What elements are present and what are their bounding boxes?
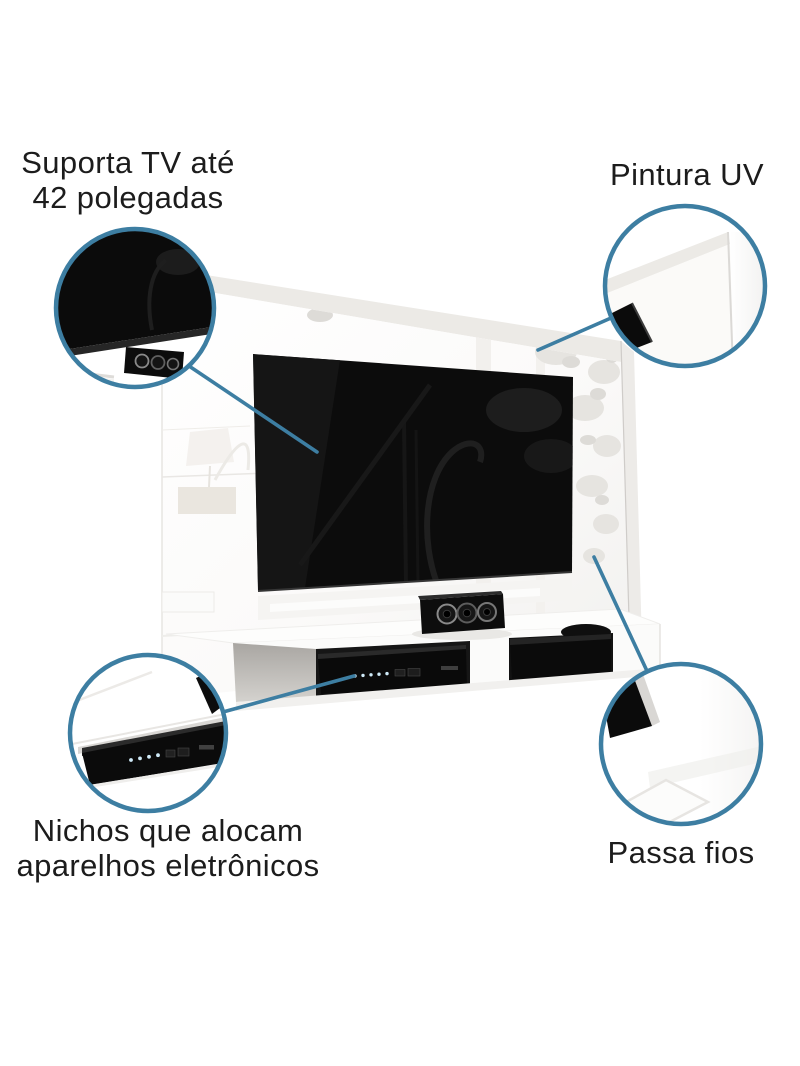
shelf-under-shadow [236, 668, 660, 711]
dvd-player [318, 645, 467, 694]
callout-line: 42 polegadas [32, 180, 224, 215]
callout-line: aparelhos eletrônicos [16, 848, 320, 883]
callout-line: Nichos que alocam [32, 813, 304, 848]
callout-line: Passa fios [607, 835, 755, 870]
magnifier-ring [602, 203, 768, 369]
leader-line-uv-paint [536, 316, 613, 352]
center-speaker [418, 591, 505, 634]
lamp-reflection [178, 487, 236, 514]
tv-screen [253, 354, 573, 592]
panel-right-edge [621, 341, 642, 654]
leader-lines [187, 316, 649, 714]
panel-top-edge [162, 268, 621, 362]
leader-line-niches [221, 674, 356, 714]
magnified-dvd-player [82, 721, 226, 785]
callout-label-cable-pass: Passa fios [607, 835, 754, 870]
magnifier-ring [67, 652, 229, 814]
magnifier-tv-size [53, 226, 217, 390]
media-device [510, 624, 611, 679]
shelf-left-end [233, 643, 316, 702]
callout-label-niches: Nichos que alocam aparelhos eletrônicos [16, 813, 319, 883]
tv-reflection-blob [486, 388, 562, 432]
magnified-panel-top-edge [605, 232, 730, 296]
leader-line-tv-size [187, 364, 319, 454]
callout-label-uv-paint: Pintura UV [610, 157, 764, 192]
magnified-speaker [124, 347, 184, 379]
speaker-drivers [436, 602, 497, 625]
magnifier-niches [67, 652, 229, 814]
leader-line-cable-pass [592, 555, 649, 673]
callout-line: Suporta TV até [21, 145, 235, 180]
magnifier-uv-paint [602, 203, 768, 369]
callout-line: Pintura UV [610, 157, 764, 192]
magnifier-ring [598, 661, 764, 827]
callout-label-tv-size: Suporta TV até 42 polegadas [21, 145, 235, 215]
tv-staircase-reflection [424, 440, 485, 588]
media-shelf [165, 608, 661, 711]
magnifier-ring [53, 226, 217, 390]
magnifier-cable-pass [598, 661, 764, 827]
